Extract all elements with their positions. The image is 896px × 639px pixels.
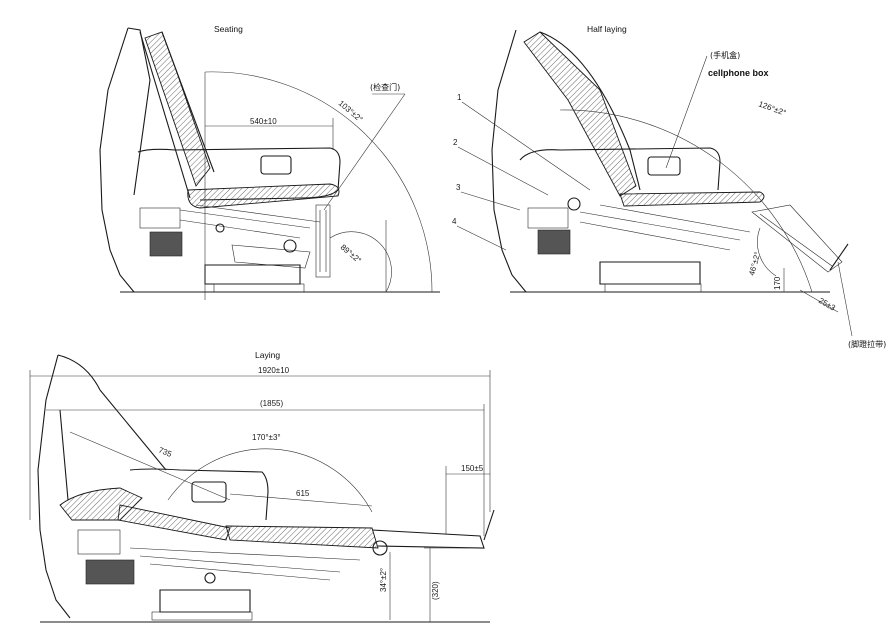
- half-laying-title: Half laying: [587, 24, 627, 34]
- laying-seat-cushion: [225, 525, 379, 549]
- laying-overall-dim: 1920±10: [258, 366, 290, 375]
- laying-dim-615: 615: [296, 489, 310, 498]
- backrest-cushion: [144, 31, 211, 187]
- laying-dim-150: 150±5: [461, 464, 484, 473]
- inspection-door-label: (检查门): [370, 82, 400, 92]
- laying-flat-cushion: [117, 504, 231, 541]
- cellphone-box-outline: [260, 155, 292, 175]
- callout-3: 3: [456, 183, 461, 192]
- cellphone-en-label: cellphone box: [708, 68, 769, 78]
- laying-flat-angle: 170°±3°: [252, 433, 281, 442]
- half-back-angle: 126°±2°: [757, 99, 787, 117]
- back-angle-arc: [204, 71, 433, 293]
- callout-4: 4: [452, 217, 457, 226]
- half-laying-view: Half laying 126°±2° (手机盒) cellphone box …: [452, 24, 886, 349]
- half-leg-rest: [751, 204, 843, 273]
- seat-cushion: [187, 183, 340, 209]
- laying-dim-735: 735: [157, 446, 173, 460]
- half-dim-25: 25±3: [817, 296, 837, 313]
- laying-title: Laying: [255, 350, 280, 360]
- seating-width-dim: 540±10: [250, 117, 277, 126]
- half-leg-angle: 46°±2°: [747, 251, 762, 277]
- seating-back-angle: 103°±2°: [337, 99, 365, 124]
- laying-angle-34: 34°±2°: [379, 568, 388, 592]
- foot-strap-label: (脚蹬拉带): [848, 339, 886, 349]
- half-base-block: [537, 229, 571, 255]
- laying-view: Laying 1920±10 (1855) 735: [29, 350, 495, 623]
- cellphone-cn-label: (手机盒): [710, 50, 740, 60]
- callout-2: 2: [453, 138, 458, 147]
- half-dim-170: 170: [773, 276, 782, 290]
- half-backrest-cushion: [523, 31, 637, 197]
- laying-dim-320: (320): [431, 581, 440, 600]
- seating-view: Seating 103°±2° 540±10: [99, 24, 440, 300]
- half-seat-cushion: [619, 191, 765, 207]
- seating-title: Seating: [214, 24, 243, 34]
- half-cellphone-box: [647, 156, 681, 176]
- callout-1: 1: [457, 93, 462, 102]
- leg-rest-folded: [315, 204, 331, 278]
- laying-base-block: [85, 559, 135, 585]
- seating-base-angle: 89°±2°: [339, 243, 363, 265]
- laying-inner-dim: (1855): [260, 399, 283, 408]
- laying-cellphone-box: [191, 481, 227, 503]
- base-block-left: [149, 231, 183, 257]
